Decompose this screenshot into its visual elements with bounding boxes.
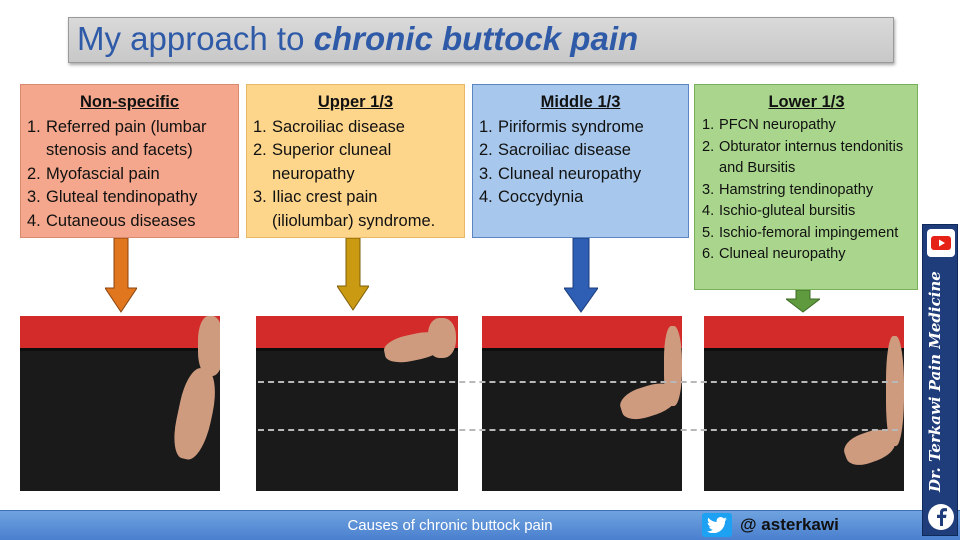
side-banner-text: Dr. Terkawi Pain Medicine [926,271,944,493]
forearm [428,318,456,358]
twitter-handle: @ asterkawi [740,515,839,534]
list-item: 5.Ischio-femoral impingement [702,224,899,241]
category-heading: Lower 1/3 [768,93,845,111]
category-list: 1.Referred pain (lumbar stenosis and fac… [27,116,232,234]
list-item: 1.PFCN neuropathy [702,117,836,133]
down-arrow-lower [786,290,820,313]
side-banner: Dr. Terkawi Pain Medicine [922,224,958,536]
red-shirt [704,316,904,349]
list-item: 4.Cutaneous diseases [27,211,196,230]
list-item: 3.Cluneal neuropathy [479,164,642,183]
forearm [664,326,682,406]
dashed-line-lower-third [258,429,898,431]
dashed-line-upper-third [258,381,898,383]
category-box-lower: Lower 1/3 1.PFCN neuropathy 2.Obturator … [694,84,918,290]
category-list: 1.PFCN neuropathy 2.Obturator internus t… [702,115,911,266]
category-list: 1.Sacroiliac disease 2.Superior cluneal … [253,116,458,234]
black-pants [704,348,904,491]
facebook-icon[interactable] [928,504,954,530]
arrow-shape [337,238,369,311]
category-box-upper: Upper 1/3 1.Sacroiliac disease 2.Superio… [246,84,465,238]
list-item: 6.Cluneal neuropathy [702,246,846,262]
down-arrow-middle [564,238,598,313]
photo-lower [704,316,904,491]
list-item: 1.Referred pain (lumbar stenosis and fac… [27,117,207,160]
red-shirt [482,316,682,349]
list-item: 4.Ischio-gluteal bursitis [702,203,856,219]
list-item: 2.Obturator internus tendonitis and Burs… [702,138,904,177]
category-heading: Non-specific [79,93,180,111]
photo-middle [482,316,682,491]
category-list: 1.Piriformis syndrome 2.Sacroiliac disea… [479,116,682,210]
down-arrow-upper [337,238,369,311]
arrow-shape [105,238,137,313]
down-arrow-non-specific [105,238,137,313]
photo-non-specific [20,316,220,491]
twitter-icon [702,513,732,537]
category-heading: Middle 1/3 [540,93,621,111]
category-heading: Upper 1/3 [317,93,394,111]
photo-upper [256,316,458,491]
list-item: 2.Sacroiliac disease [479,141,631,159]
footer-bar: Causes of chronic buttock pain @ asterka… [0,510,960,540]
twitter-handle-link[interactable]: @ asterkawi [702,513,839,537]
black-pants [482,348,682,491]
list-item: 3.Gluteal tendinopathy [27,188,198,206]
title-prefix: My approach to [77,20,314,57]
list-item: 2.Superior cluneal neuropathy [253,141,392,183]
forearm [886,336,904,446]
youtube-icon[interactable] [927,229,955,257]
black-pants [256,348,458,491]
category-box-middle: Middle 1/3 1.Piriformis syndrome 2.Sacro… [472,84,689,238]
arrow-shape [564,238,598,313]
list-item: 3.Iliac crest pain (iliolumbar) syndrome… [253,188,436,230]
category-box-non-specific: Non-specific 1.Referred pain (lumbar ste… [20,84,239,238]
red-shirt [20,316,220,349]
arrow-shape [786,290,820,313]
slide-title: My approach to chronic buttock pain [68,17,894,63]
list-item: 2.Myofascial pain [27,164,160,183]
list-item: 1.Sacroiliac disease [253,117,405,136]
list-item: 3.Hamstring tendinopathy [702,181,874,198]
list-item: 4.Coccydynia [479,188,584,206]
title-emphasis: chronic buttock pain [313,20,639,57]
forearm [198,316,220,376]
footer-caption: Causes of chronic buttock pain [347,517,553,534]
list-item: 1.Piriformis syndrome [479,117,644,136]
